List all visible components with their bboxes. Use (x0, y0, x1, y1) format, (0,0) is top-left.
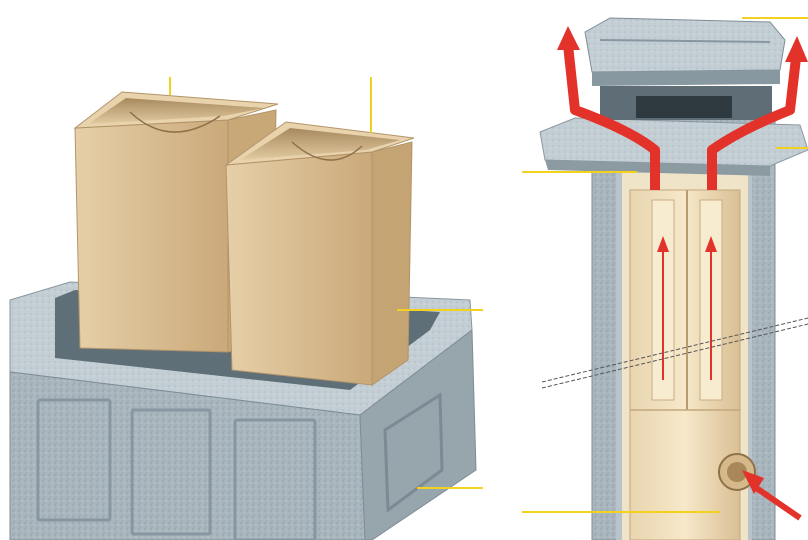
chimney-cap (584, 17, 786, 120)
rising-airflow-arrows (657, 236, 717, 380)
inlet-connector (718, 453, 756, 491)
right-panel (522, 17, 808, 540)
exhaust-arrowhead-right (785, 36, 808, 62)
ceramic-flue-liner-right (224, 121, 415, 386)
cap-plate (539, 117, 808, 176)
exhaust-arrow-left (563, 44, 660, 190)
right-leader-lines (522, 17, 808, 513)
rising-arrowhead-left (657, 236, 669, 252)
exhaust-arrowhead-left (557, 26, 580, 50)
cut-line (541, 317, 808, 389)
rising-arrowhead-right (705, 236, 717, 252)
exhaust-airflow-arrows (557, 26, 808, 190)
flue-liners (629, 189, 741, 540)
left-leader-lines (169, 77, 483, 489)
left-panel (9, 77, 483, 540)
inlet-airflow-arrow (742, 470, 802, 521)
exhaust-arrow-right (707, 57, 801, 190)
